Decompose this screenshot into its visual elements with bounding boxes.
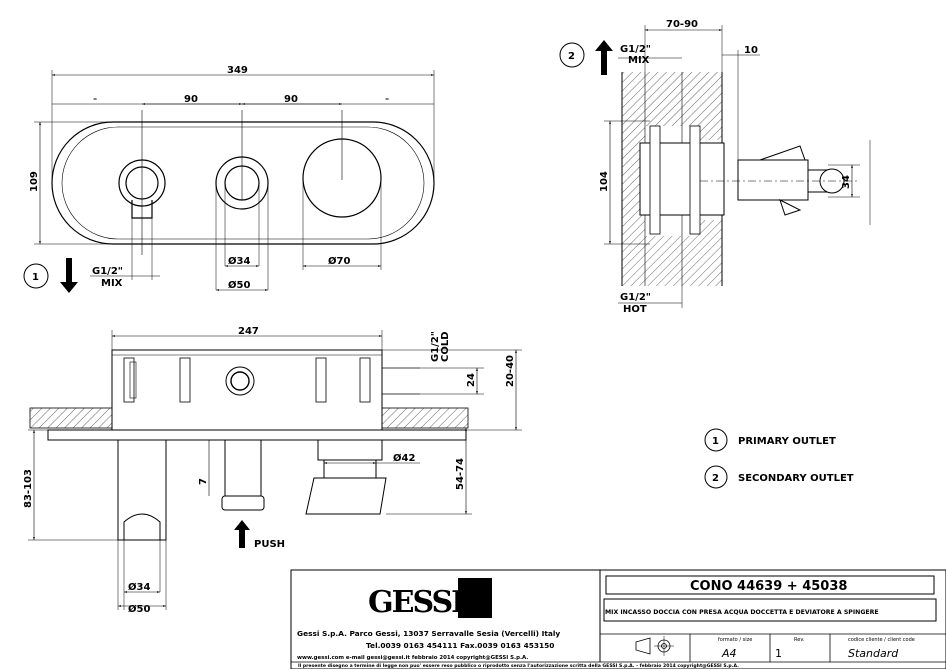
dim-handle: 34 [841,175,852,189]
client-code-label: codice cliente / client code [848,637,915,643]
projection-symbol-icon [635,636,674,656]
dim-d70: Ø70 [328,255,350,267]
format-label: formato / size [718,637,752,643]
legend-1-number: 1 [712,436,719,447]
gessi-logo-block [458,578,492,618]
side-top-connection-label: MIX [628,55,650,66]
dim-7: 7 [198,478,209,485]
dim-d42: Ø42 [393,452,415,464]
side-top-connection-size: G1/2" [620,44,651,55]
cold-size: G1/2" [430,331,441,362]
dim-spacing-2: 90 [284,94,298,105]
product-title: CONO 44639 + 45038 [690,579,847,594]
callout-1-number: 1 [32,272,39,283]
company-address: Gessi S.p.A. Parco Gessi, 13037 Serraval… [297,629,560,638]
company-web: www.gessi.com e-mail gessi@gessi.it febb… [297,655,528,661]
dim-depth: 70-90 [666,19,698,30]
client-code-value: Standard [848,647,899,660]
cold-label: COLD [440,331,451,362]
svg-text:=: = [93,97,97,103]
dim-height: 109 [29,171,40,192]
legal-notice: Il presente disegno a termine di legge n… [298,663,739,669]
push-label: PUSH [254,539,285,550]
legend-1-label: PRIMARY OUTLET [738,436,836,447]
dim-bottom-d50: Ø50 [128,603,150,615]
dim-d34: Ø34 [228,255,250,267]
company-phone: Tel.0039 0163 454111 Fax.0039 0163 45315… [366,641,554,650]
bottom-view [28,330,522,610]
front-view: = = [23,70,435,293]
dim-54-74: 54-74 [455,458,466,490]
dim-d50: Ø50 [228,279,250,291]
rev-value: 1 [775,647,782,660]
legend-graphics [704,428,728,489]
product-description: MIX INCASSO DOCCIA CON PRESA ACQUA DOCCE… [605,609,879,616]
callout-1 [23,263,49,289]
callout-2-number: 2 [568,51,575,62]
dim-bottom-d34: Ø34 [128,581,150,593]
dim-83-103: 83-103 [23,469,34,508]
callout-2 [559,42,585,68]
push-arrow-icon [234,520,250,548]
front-connection-size: G1/2" [92,266,123,277]
dim-width: 247 [238,326,259,337]
dim-24: 24 [466,373,477,387]
brand-logo-text: GESSI [368,585,464,620]
dim-offset: 10 [744,45,758,56]
faceplate [51,121,435,245]
dim-spacing-1: 90 [184,94,198,105]
svg-text:=: = [385,97,389,103]
side-bottom-connection-label: HOT [623,304,647,315]
dim-side-height: 104 [599,171,610,192]
side-bottom-connection-size: G1/2" [620,292,651,303]
format-value: A4 [721,647,737,660]
dim-20-40: 20-40 [505,355,516,387]
arrow-down-icon [60,258,78,293]
front-connection-label: MIX [101,278,123,289]
side-view [559,25,871,308]
title-block [290,569,946,669]
rev-label: Rev. [794,637,805,643]
legend-2-label: SECONDARY OUTLET [738,473,854,484]
legend-2-number: 2 [712,473,719,484]
dim-total: 349 [227,65,248,76]
arrow-up-icon [595,40,613,75]
